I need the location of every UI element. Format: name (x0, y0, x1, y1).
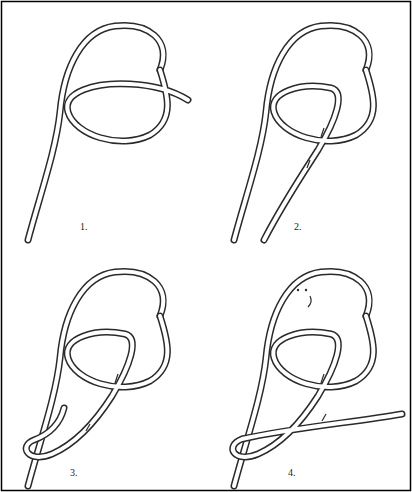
step-3-rope (26, 271, 167, 486)
step-1-rope (28, 25, 188, 240)
step-number: 4. (288, 468, 296, 478)
step-number: 1. (80, 222, 88, 232)
step-2-rope (234, 25, 373, 240)
step-number: 2. (294, 222, 302, 232)
step-number: 3. (70, 468, 78, 478)
step-4-rope (233, 271, 402, 486)
